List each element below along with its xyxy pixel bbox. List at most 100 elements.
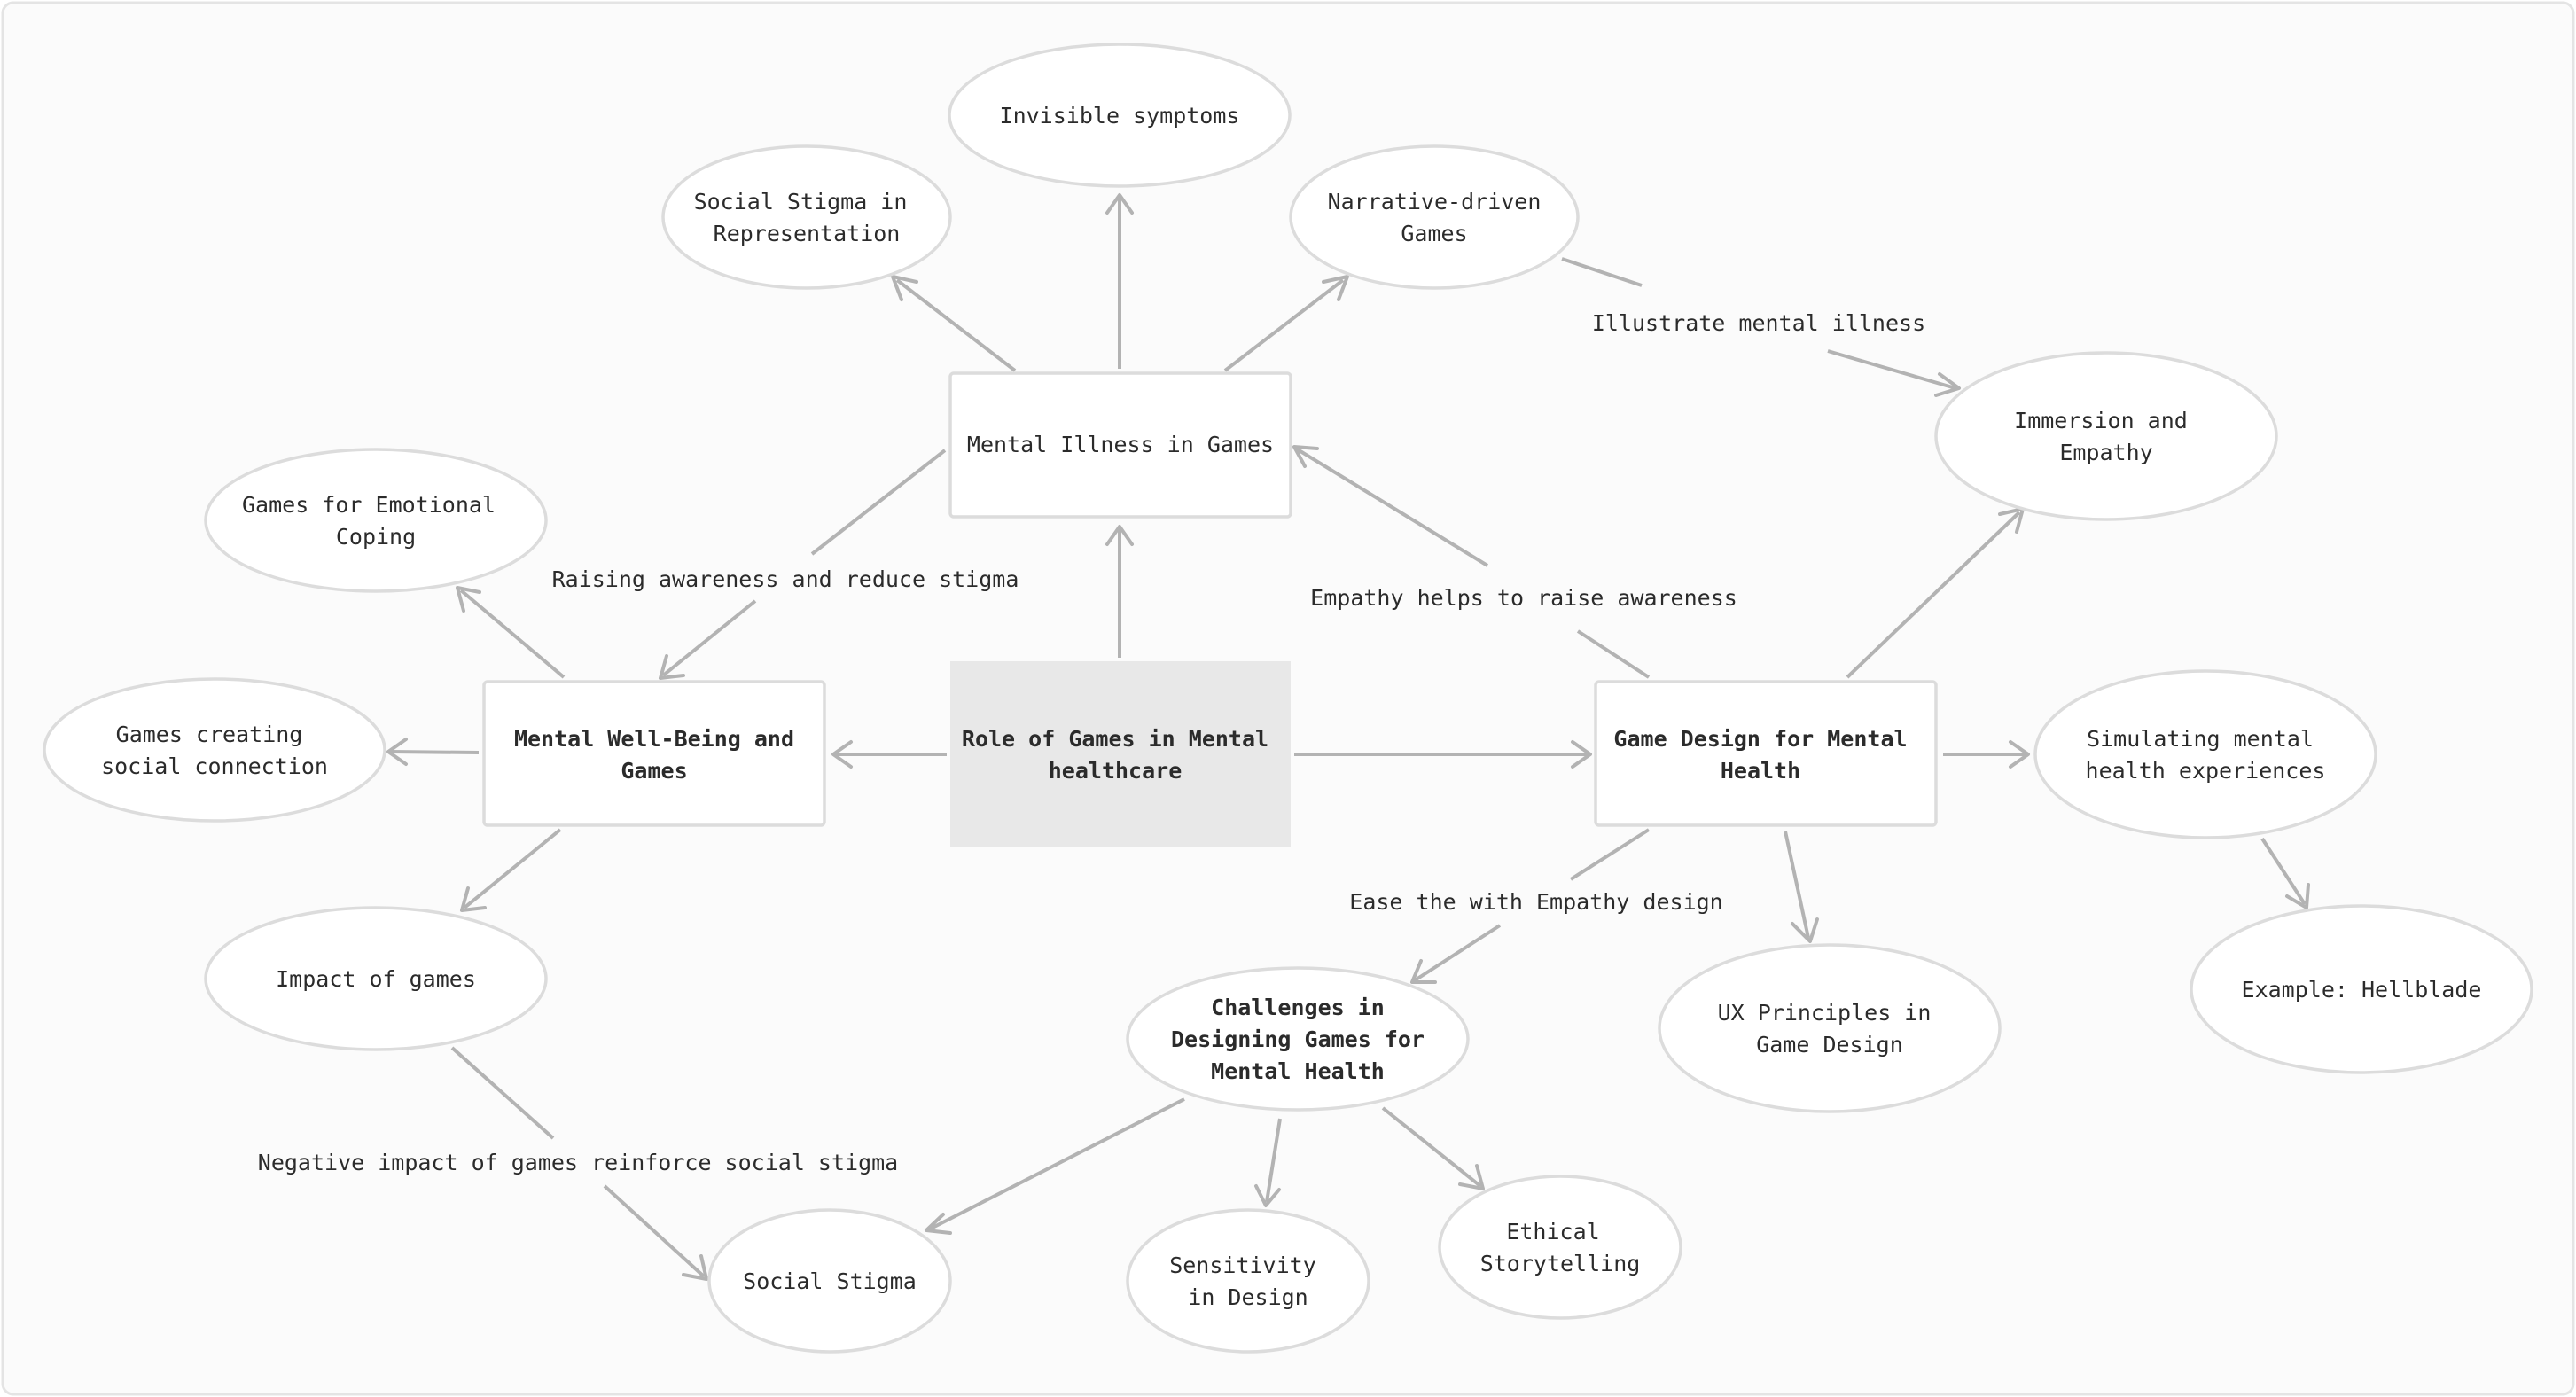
edge-narrative-immersion-a bbox=[1561, 257, 1643, 287]
node-immersion-empathy-line-2: Empathy bbox=[2059, 440, 2152, 465]
edge-illness-stigma-repr bbox=[895, 278, 1017, 372]
node-invisible-symptoms-shape bbox=[948, 43, 1292, 188]
arrowhead bbox=[1292, 445, 1319, 468]
node-example-hellblade[interactable]: Example: Hellblade bbox=[2190, 904, 2533, 1074]
node-challenges-line-1: Challenges in bbox=[1211, 995, 1385, 1020]
node-game-design-line-1: Game Design for Mental bbox=[1613, 726, 1907, 752]
node-simulating-experiences[interactable]: Simulating mental health experiences bbox=[2033, 669, 2377, 839]
node-challenges[interactable]: Challenges in Designing Games for Mental… bbox=[1126, 966, 1470, 1112]
arrowhead bbox=[682, 1254, 708, 1281]
node-sensitivity-design[interactable]: Sensitivity in Design bbox=[1126, 1208, 1370, 1354]
edge-design-immersion bbox=[1846, 511, 2021, 679]
node-simulating-experiences-shape bbox=[2033, 669, 2377, 839]
edge-impact-stigma-b bbox=[603, 1184, 706, 1278]
node-immersion-empathy-line-1: Immersion and bbox=[2014, 408, 2188, 433]
node-sensitivity-design-line-2: in Design bbox=[1188, 1284, 1308, 1310]
edge-narrative-immersion-b bbox=[1827, 349, 1956, 390]
node-impact-of-games[interactable]: Impact of games bbox=[204, 906, 548, 1051]
node-simulating-experiences-line-1: Simulating mental bbox=[2087, 726, 2314, 752]
arrowhead bbox=[386, 738, 408, 766]
arrowhead bbox=[925, 1213, 952, 1235]
node-narrative-games-line-1: Narrative-driven bbox=[1328, 189, 1542, 215]
edge-impact-stigma-a bbox=[450, 1046, 555, 1140]
edge-label-ease: Ease the with Empathy design bbox=[1349, 889, 1722, 915]
arrowhead bbox=[2009, 740, 2030, 769]
arrowhead bbox=[460, 886, 487, 912]
edge-design-challenges-a bbox=[1569, 828, 1651, 881]
node-wellbeing[interactable]: Mental Well-Being and Games bbox=[482, 680, 826, 827]
edge-simulating-hellblade bbox=[2260, 837, 2307, 906]
edge-illness-wellbeing-a bbox=[810, 449, 947, 556]
edge-labels: Raising awareness and reduce stigma Empa… bbox=[258, 310, 1925, 1175]
node-social-stigma[interactable]: Social Stigma bbox=[707, 1208, 952, 1354]
edge-design-challenges-b bbox=[1413, 924, 1502, 982]
arrowhead bbox=[1105, 525, 1134, 546]
edge-design-ux bbox=[1784, 831, 1810, 939]
node-sensitivity-design-shape bbox=[1126, 1208, 1370, 1354]
node-wellbeing-line-2: Games bbox=[621, 758, 687, 784]
edge-challenges-ethical bbox=[1381, 1106, 1482, 1188]
node-simulating-experiences-line-2: health experiences bbox=[2086, 758, 2326, 784]
edge-wellbeing-impact bbox=[463, 828, 562, 909]
edge-challenges-sensitivity bbox=[1265, 1118, 1282, 1203]
arrowhead bbox=[1410, 959, 1437, 984]
node-social-connection-shape bbox=[43, 677, 386, 823]
node-social-connection-line-1: Games creating bbox=[116, 722, 303, 747]
node-ux-principles[interactable]: UX Principles in Game Design bbox=[1658, 943, 2002, 1113]
node-emotional-coping-line-1: Games for Emotional bbox=[242, 492, 496, 518]
node-social-connection[interactable]: Games creating social connection bbox=[43, 677, 386, 823]
edge-label-negative: Negative impact of games reinforce socia… bbox=[258, 1150, 898, 1175]
node-ux-principles-line-1: UX Principles in bbox=[1718, 1000, 1932, 1026]
node-ethical-storytelling[interactable]: Ethical Storytelling bbox=[1438, 1175, 1682, 1320]
node-ux-principles-line-2: Game Design bbox=[1756, 1032, 1903, 1058]
node-sensitivity-design-line-1: Sensitivity bbox=[1169, 1253, 1316, 1278]
node-impact-of-games-line-1: Impact of games bbox=[276, 966, 476, 992]
node-social-stigma-line-1: Social Stigma bbox=[743, 1268, 917, 1294]
node-example-hellblade-shape bbox=[2190, 904, 2533, 1074]
node-social-stigma-representation[interactable]: Social Stigma in Representation bbox=[661, 144, 952, 290]
edge-wellbeing-coping bbox=[459, 589, 566, 679]
arrowhead bbox=[1458, 1164, 1485, 1190]
edge-label-illustrate: Illustrate mental illness bbox=[1592, 310, 1925, 336]
node-center[interactable]: Role of Games in Mental healthcare bbox=[950, 661, 1291, 847]
node-mental-illness[interactable]: Mental Illness in Games bbox=[948, 371, 1292, 519]
edge-design-illness-a bbox=[1576, 629, 1651, 679]
node-impact-of-games-shape bbox=[204, 906, 548, 1051]
node-invisible-symptoms-line-1: Invisible symptoms bbox=[1000, 103, 1240, 129]
node-emotional-coping-line-2: Coping bbox=[336, 524, 416, 550]
arrowhead bbox=[1571, 740, 1592, 769]
node-social-stigma-representation-shape bbox=[661, 144, 952, 290]
arrowhead bbox=[1322, 275, 1349, 301]
node-social-stigma-representation-line-1: Social Stigma in bbox=[694, 189, 908, 215]
edge-illness-narrative bbox=[1223, 278, 1345, 372]
node-center-line-2: healthcare bbox=[1049, 758, 1183, 784]
edge-illness-wellbeing-b bbox=[661, 599, 757, 677]
node-game-design[interactable]: Game Design for Mental Health bbox=[1594, 680, 1938, 827]
arrowhead bbox=[1934, 372, 1961, 397]
node-narrative-games-line-2: Games bbox=[1401, 221, 1467, 246]
edge-wellbeing-connection bbox=[389, 750, 480, 754]
node-invisible-symptoms[interactable]: Invisible symptoms bbox=[948, 43, 1292, 188]
node-immersion-empathy[interactable]: Immersion and Empathy bbox=[1934, 351, 2278, 521]
edge-design-illness-b bbox=[1294, 447, 1489, 567]
node-emotional-coping[interactable]: Games for Emotional Coping bbox=[204, 448, 548, 593]
node-immersion-empathy-shape bbox=[1934, 351, 2278, 521]
arrowhead bbox=[1791, 917, 1819, 943]
node-narrative-games[interactable]: Narrative-driven Games bbox=[1289, 144, 1580, 290]
node-game-design-shape bbox=[1594, 680, 1938, 827]
node-ethical-storytelling-line-2: Storytelling bbox=[1480, 1251, 1641, 1276]
node-social-stigma-representation-line-2: Representation bbox=[714, 221, 901, 246]
node-wellbeing-shape bbox=[482, 680, 826, 827]
node-challenges-shape bbox=[1126, 966, 1470, 1112]
arrowhead bbox=[1105, 193, 1134, 215]
node-mental-illness-line-1: Mental Illness in Games bbox=[967, 432, 1274, 457]
arrowhead bbox=[2285, 883, 2310, 909]
node-mental-illness-shape bbox=[948, 371, 1292, 519]
node-emotional-coping-shape bbox=[204, 448, 548, 593]
arrowhead bbox=[831, 740, 853, 769]
node-ethical-storytelling-shape bbox=[1438, 1175, 1682, 1320]
arrowhead bbox=[1254, 1184, 1281, 1207]
node-example-hellblade-line-1: Example: Hellblade bbox=[2242, 977, 2482, 1003]
edge-label-empathy-helps: Empathy helps to raise awareness bbox=[1310, 585, 1737, 611]
